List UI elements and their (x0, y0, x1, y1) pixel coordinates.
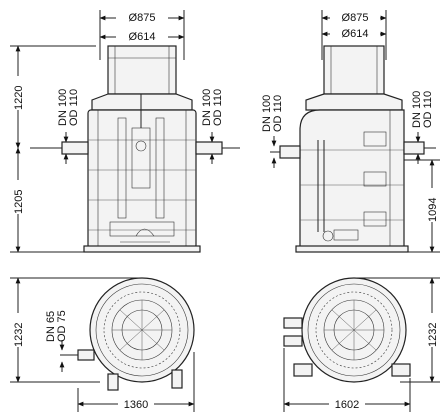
side-riser (323, 45, 385, 95)
front-inlet-right-dn: DN 100 (201, 89, 213, 126)
side-inlet-left-dn: DN 100 (261, 95, 273, 132)
plan-left-od75: OD 75 (56, 310, 68, 342)
plan-left-w1360-label: 1360 (124, 399, 148, 411)
side-h1094-label: 1094 (427, 198, 439, 222)
side-tank (299, 109, 405, 249)
front-inlet-right-od: OD 110 (212, 89, 224, 126)
plan-right-w1602-label: 1602 (335, 399, 359, 411)
front-inlet-left-dn: DN 100 (57, 89, 69, 126)
side-d875-label: Ø875 (342, 12, 369, 24)
front-inlet-left (61, 141, 89, 155)
plan-left-pipe (77, 349, 95, 361)
side-inlet-left-od: OD 110 (272, 95, 284, 132)
plan-left-h1232-label: 1232 (13, 323, 25, 347)
front-tank (87, 109, 197, 249)
front-inlet-right (195, 141, 223, 155)
side-inlet-right-dn: DN 100 (411, 91, 423, 128)
front-d875-label: Ø875 (129, 12, 156, 24)
side-inlet-right (403, 141, 425, 155)
side-inlet-left (279, 145, 301, 159)
plan-right-view: 1232 1602 (283, 277, 440, 412)
front-inlet-left-od: OD 110 (68, 89, 80, 126)
front-riser (107, 45, 177, 95)
plan-right-h1232-label: 1232 (427, 323, 439, 347)
front-d614-label: Ø614 (129, 31, 156, 43)
plan-right-pipe-left (283, 317, 303, 329)
side-view: Ø875 Ø614 DN 100 OD 110 (261, 10, 440, 253)
front-view: Ø875 Ø614 (10, 10, 240, 253)
plan-left-view: 1232 DN 65 OD 75 1360 (10, 277, 195, 412)
plan-left-dn65: DN 65 (45, 311, 57, 342)
side-d614-label: Ø614 (342, 28, 369, 40)
side-inlet-right-od: OD 110 (422, 91, 434, 128)
front-h1220-label: 1220 (13, 86, 25, 110)
front-h1205-label: 1205 (13, 190, 25, 214)
